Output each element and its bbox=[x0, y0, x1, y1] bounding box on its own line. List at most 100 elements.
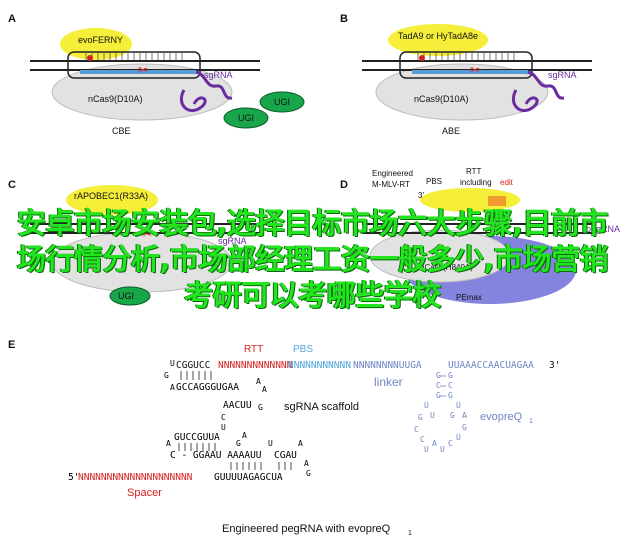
evopreq-subscript: 1 bbox=[529, 418, 533, 425]
scaffold-u2: U bbox=[268, 439, 273, 448]
nick-mark-c: ✂ bbox=[142, 227, 152, 241]
panel-a-letter: A bbox=[8, 13, 16, 25]
pbs-label-d: PBS bbox=[426, 177, 442, 186]
panel-b-letter: B bbox=[340, 13, 348, 25]
panel-c-letter: C bbox=[8, 179, 16, 191]
svg-text:C: C bbox=[436, 381, 441, 390]
linker-sequence: NNNNNNNNUUGA bbox=[353, 360, 422, 371]
scaffold-a3: A bbox=[166, 439, 171, 448]
svg-text:C: C bbox=[414, 425, 419, 434]
svg-text:G: G bbox=[462, 423, 467, 432]
svg-text:G: G bbox=[448, 371, 453, 380]
deaminase-blob-c bbox=[66, 185, 158, 215]
scaffold-g3: G bbox=[236, 439, 241, 448]
svg-text:U: U bbox=[456, 433, 461, 442]
ugi-label-1: UGI bbox=[274, 97, 290, 107]
scaffold-loop-seq: CGAU bbox=[274, 450, 297, 461]
scaffold-a5: A bbox=[298, 439, 303, 448]
deaminase-blob-b bbox=[388, 24, 488, 56]
scaffold-g4: G bbox=[306, 469, 311, 478]
editor-name-d: PEmax bbox=[456, 293, 482, 302]
cas-label-d: nCas9(H840A) bbox=[420, 263, 473, 272]
edit-label-d: edit bbox=[500, 178, 514, 187]
panel-d: D Engineered M-MLV-RT PBS RTT including … bbox=[340, 167, 620, 304]
scaffold-g2-seq: C - GGAAU AAAAUU bbox=[170, 450, 262, 461]
edit-template-d bbox=[488, 196, 506, 206]
svg-text:C: C bbox=[448, 439, 453, 448]
editor-label-a: evoFERNY bbox=[78, 35, 123, 45]
svg-text:G: G bbox=[436, 391, 441, 400]
three-prime-d: 3' bbox=[418, 191, 424, 200]
cas9-body-d bbox=[369, 229, 511, 283]
svg-text:C: C bbox=[420, 435, 425, 444]
linker-label: linker bbox=[374, 375, 403, 389]
ugi-blob-c bbox=[109, 286, 151, 306]
sgrna-tail-b bbox=[527, 70, 565, 100]
svg-text:A: A bbox=[432, 439, 437, 448]
panel-a: A evoFERNY ✂ sgRNA nCas9(D10A) UGI UGI C… bbox=[8, 13, 305, 136]
evopreq-label: evopreQ bbox=[480, 411, 523, 423]
scaffold-a1: A bbox=[256, 377, 261, 386]
nick-mark-b: ✂ bbox=[470, 63, 480, 77]
sgrna-label-c: sgRNA bbox=[218, 236, 247, 246]
panel-b: B TadA9 or HyTadA8e ✂ sgRNA nCas9(D10A) … bbox=[340, 13, 592, 136]
figure-caption: Engineered pegRNA with evopreQ bbox=[222, 523, 391, 535]
rtt-label-d: RTT bbox=[466, 167, 482, 176]
scaffold-a2: A bbox=[262, 385, 267, 394]
cas-label-a: nCas9(D10A) bbox=[88, 94, 143, 104]
evopreq-structure: GCG GCG UUG CCU AUC UGA UG bbox=[414, 371, 467, 454]
rtt-sequence: NNNNNNNNNNNNN bbox=[218, 360, 293, 371]
spacer-label: Spacer bbox=[127, 487, 162, 499]
panel-e-letter: E bbox=[8, 339, 15, 351]
hairpin-pairs-1 bbox=[180, 371, 212, 380]
svg-text:U: U bbox=[424, 401, 429, 410]
five-prime-e: 5' bbox=[68, 472, 79, 483]
svg-text:G: G bbox=[448, 391, 453, 400]
scaffold-g: G bbox=[258, 403, 263, 412]
edit-site-a bbox=[87, 55, 93, 61]
ugi-label-2: UGI bbox=[238, 113, 254, 123]
sgrna-tail-a bbox=[195, 70, 233, 100]
nick-mark-a: ✂ bbox=[138, 63, 148, 77]
hairpin-u: U bbox=[170, 359, 175, 368]
svg-text:A: A bbox=[462, 411, 467, 420]
evopreq-pairs bbox=[440, 375, 446, 397]
ugi-label-c: UGI bbox=[118, 291, 134, 301]
svg-text:U: U bbox=[440, 445, 445, 454]
pegrna-label-d: pegRNA bbox=[586, 224, 620, 234]
cas-label-b: nCas9(D10A) bbox=[414, 94, 469, 104]
ugi-blob-2 bbox=[223, 107, 269, 129]
evopreq-sequence: UUAAACCAACUAGAA bbox=[448, 360, 534, 371]
editor-name-a: CBE bbox=[112, 126, 131, 136]
svg-text:U: U bbox=[456, 401, 461, 410]
scaffold-bottom-seq-2: GUUUUAGAGCUA bbox=[214, 472, 283, 483]
svg-text:G: G bbox=[436, 371, 441, 380]
scaffold-top-seq: CGGUCC bbox=[176, 360, 210, 371]
rtt-including-d: including bbox=[460, 178, 492, 187]
editor-label-b: TadA9 or HyTadA8e bbox=[398, 31, 478, 41]
editor-label-c: rAPOBEC1(R33A) bbox=[74, 191, 148, 201]
sgrna-label-b: sgRNA bbox=[548, 70, 577, 80]
ugi-blob-1 bbox=[259, 91, 305, 113]
svg-text:C: C bbox=[448, 381, 453, 390]
panel-c: C rAPOBEC1(R33A) ✂ sgRNA UGI bbox=[8, 179, 260, 306]
editor-name-b: ABE bbox=[442, 126, 460, 136]
scaffold-bottom-seq-1: GCCAGGGUGAA bbox=[176, 382, 239, 393]
overlay-watermark-text: 安卓市场安装包,选择目标市场六大步骤,目前市场行情分析,市场部经理工资一般多少,… bbox=[16, 206, 609, 312]
spacer-sequence: NNNNNNNNNNNNNNNNNNNN bbox=[78, 472, 193, 483]
base-pairs-b bbox=[417, 52, 515, 60]
pbs-sequence: NNNNNNNNNNN bbox=[288, 360, 351, 371]
hairpin-pairs-2 bbox=[178, 443, 216, 451]
svg-text:G: G bbox=[450, 411, 455, 420]
three-prime-e: 3' bbox=[549, 360, 560, 371]
sgrna-loop-a bbox=[179, 89, 207, 113]
sgrna-label-a: sgRNA bbox=[204, 70, 233, 80]
panel-d-letter: D bbox=[340, 179, 348, 191]
rtt-label-e: RTT bbox=[244, 344, 263, 355]
edit-site-b bbox=[419, 55, 425, 61]
rt-label-line1: Engineered bbox=[372, 169, 413, 178]
hairpin-a: A bbox=[170, 383, 175, 392]
hairpin-pairs-3 bbox=[230, 462, 292, 470]
rt-label-line2: M-MLV-RT bbox=[372, 180, 410, 189]
